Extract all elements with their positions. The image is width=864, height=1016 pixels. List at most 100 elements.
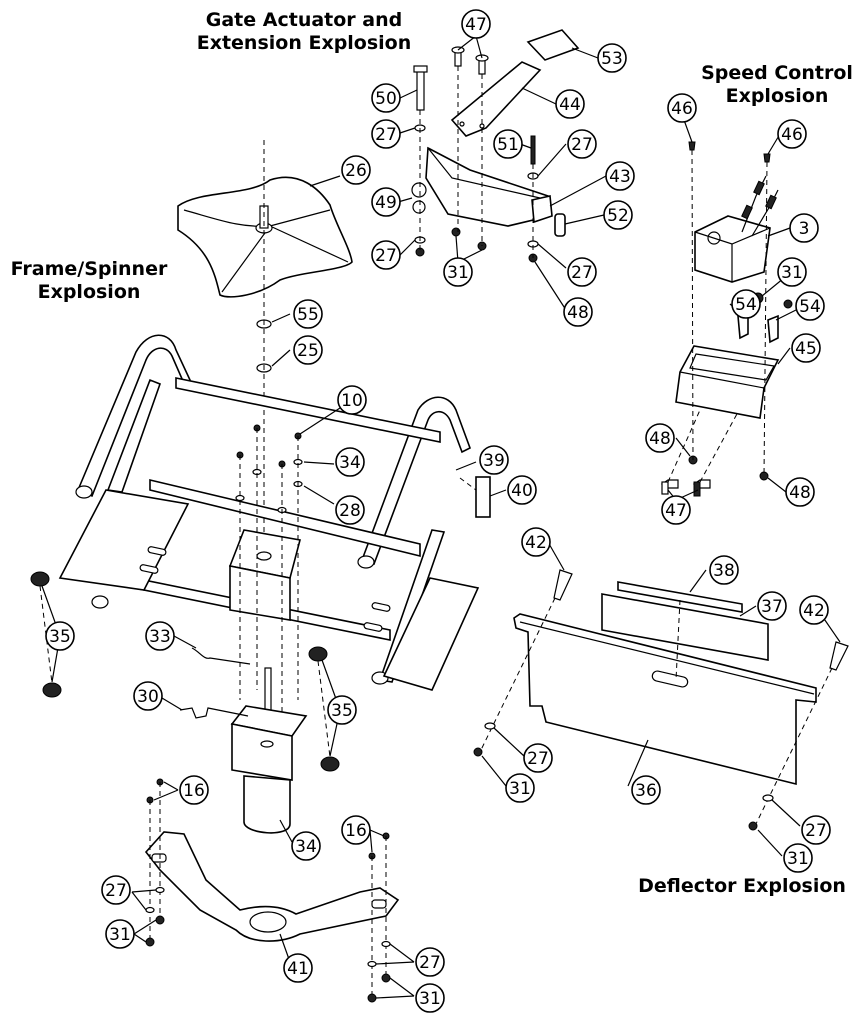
frame-plate-right	[382, 577, 480, 691]
callout-27: 27	[415, 947, 445, 977]
callout-label: 30	[137, 687, 159, 707]
callout-circle	[563, 297, 593, 327]
mount-bracket-part-41	[144, 831, 400, 942]
callout-label: 31	[509, 779, 531, 799]
callout-label: 27	[805, 821, 827, 841]
callout-circle	[101, 875, 131, 905]
callout-label: 25	[297, 341, 319, 361]
gate-actuator-assembly	[411, 29, 580, 263]
callout-16: 16	[341, 815, 371, 845]
callout-circle	[341, 155, 371, 185]
callout-label: 31	[419, 989, 441, 1009]
callout-48: 48	[785, 477, 815, 507]
callout-circle	[335, 447, 365, 477]
callout-circle	[341, 815, 371, 845]
callout-49: 49	[371, 187, 401, 217]
callout-circle	[801, 815, 831, 845]
gate-actuator-title-line-2: Extension Explosion	[196, 32, 412, 54]
speed-control-title-line-1: Speed Control	[701, 62, 853, 84]
control-bracket-part-45	[675, 345, 780, 419]
callout-label: 49	[375, 193, 397, 213]
callout-31: 31	[415, 983, 445, 1013]
callout-10: 10	[337, 385, 367, 415]
callout-circle	[777, 119, 807, 149]
callout-circle	[293, 335, 323, 365]
callout-label: 38	[713, 561, 735, 581]
callout-51: 51	[493, 129, 523, 159]
callout-circle	[337, 385, 367, 415]
deflector-assembly	[473, 569, 849, 831]
callout-label: 28	[339, 501, 361, 521]
callout-27: 27	[523, 743, 553, 773]
callout-3: 3	[789, 213, 819, 243]
callout-label: 27	[419, 953, 441, 973]
callout-46: 46	[667, 93, 697, 123]
callout-circle	[371, 240, 401, 270]
callout-label: 43	[609, 167, 631, 187]
callout-label: 41	[287, 959, 309, 979]
callout-label: 42	[803, 601, 825, 621]
callout-circle	[783, 843, 813, 873]
callout-27: 27	[801, 815, 831, 845]
deflector-plate-part-36	[513, 613, 817, 786]
callout-25: 25	[293, 335, 323, 365]
speed-control-title-line-2: Explosion	[725, 85, 829, 107]
callout-31: 31	[505, 773, 535, 803]
extension-pad-part-53	[526, 29, 580, 61]
callout-31: 31	[105, 919, 135, 949]
callout-34: 34	[335, 447, 365, 477]
callout-label: 3	[799, 219, 810, 239]
callout-35: 35	[327, 695, 357, 725]
callout-circle	[45, 621, 75, 651]
callout-label: 26	[345, 161, 367, 181]
frame-plate-left	[58, 489, 190, 591]
callout-label: 54	[735, 295, 757, 315]
callout-circle	[785, 477, 815, 507]
callout-30: 30	[133, 681, 163, 711]
callout-circle	[145, 621, 175, 651]
callout-circle	[667, 93, 697, 123]
callout-label: 33	[149, 627, 171, 647]
decal-part-37	[601, 593, 769, 661]
callout-55: 55	[293, 299, 323, 329]
callout-label: 45	[795, 339, 817, 359]
callout-45: 45	[791, 333, 821, 363]
callout-53: 53	[597, 43, 627, 73]
extension-arm-part-44	[450, 61, 542, 137]
spinner-part-26	[177, 176, 353, 298]
callout-label: 53	[601, 49, 623, 69]
callout-circle	[335, 495, 365, 525]
callout-circle	[605, 161, 635, 191]
callout-47: 47	[461, 9, 491, 39]
callout-label: 34	[295, 837, 317, 857]
callout-label: 37	[761, 597, 783, 617]
callout-circle	[567, 257, 597, 287]
callout-label: 31	[109, 925, 131, 945]
callout-circle	[789, 213, 819, 243]
callout-label: 27	[527, 749, 549, 769]
callout-circle	[521, 527, 551, 557]
callout-37: 37	[757, 591, 787, 621]
callout-label: 48	[789, 483, 811, 503]
frame-tube-right	[360, 396, 471, 566]
callout-label: 35	[49, 627, 71, 647]
callout-label: 16	[183, 781, 205, 801]
frame-spinner-assembly	[30, 140, 491, 1003]
callout-26: 26	[341, 155, 371, 185]
callout-label: 31	[787, 849, 809, 869]
callout-label: 46	[781, 125, 803, 145]
decal-part-38	[617, 581, 743, 613]
callout-31: 31	[783, 843, 813, 873]
callout-52: 52	[603, 200, 633, 230]
speed-control-assembly	[660, 141, 793, 497]
callout-label: 35	[331, 701, 353, 721]
callout-36: 36	[631, 775, 661, 805]
callout-label: 34	[339, 453, 361, 473]
callout-circle	[133, 681, 163, 711]
callout-54: 54	[795, 291, 825, 321]
callout-circle	[371, 83, 401, 113]
callout-circle	[645, 423, 675, 453]
callout-circle	[505, 773, 535, 803]
